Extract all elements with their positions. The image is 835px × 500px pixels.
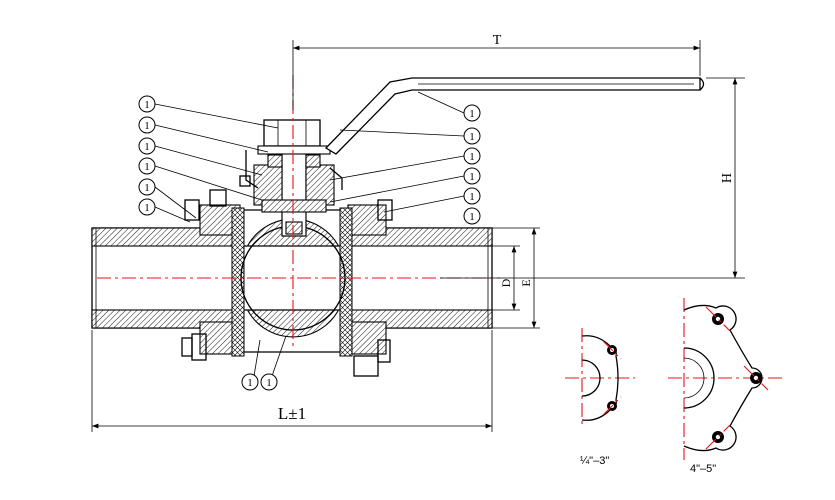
dimension-D: D [492, 245, 520, 311]
balloon-label: 1 [144, 202, 150, 214]
dimension-H: H [440, 77, 745, 279]
part-leaders [154, 91, 465, 377]
balloon-label: 1 [144, 120, 150, 132]
balloon-circle [463, 127, 481, 145]
dimension-E-label: E [519, 279, 533, 286]
detail-large: 4"–5" [668, 298, 785, 475]
balloon-circle [463, 167, 481, 185]
detail-small: ¼"–3" [565, 328, 635, 467]
balloon-label: 1 [469, 151, 475, 163]
balloon-label: 1 [469, 211, 475, 223]
balloon-circle [260, 373, 278, 391]
balloon-circle [463, 104, 481, 122]
balloon-label: 1 [144, 182, 150, 194]
balloon-label: 1 [469, 131, 475, 143]
balloon-circle [138, 137, 156, 155]
centerlines [97, 75, 500, 350]
detail-small-label: ¼"–3" [580, 455, 609, 467]
balloon-label: 1 [469, 108, 475, 120]
balloon-circle [241, 373, 259, 391]
balloon-label: 1 [144, 99, 150, 111]
valve-body [199, 204, 387, 357]
balloon-label: 1 [469, 191, 475, 203]
dimension-H-label: H [720, 173, 735, 183]
stem-assembly [239, 119, 343, 237]
balloon-label: 1 [144, 161, 150, 173]
dimension-T-label: T [493, 33, 502, 48]
balloon-circle [463, 187, 481, 205]
balloon-label: 1 [247, 377, 253, 389]
dimension-L-label: L±1 [278, 404, 306, 423]
balloon-label: 1 [469, 171, 475, 183]
dimension-D-label: D [499, 278, 513, 287]
detail-large-label: 4"–5" [690, 463, 716, 475]
balloon-circle [138, 116, 156, 134]
balloon-label: 1 [144, 141, 150, 153]
balloon-circle [463, 207, 481, 225]
dimension-L: L±1 [91, 330, 493, 432]
balloon-circle [138, 95, 156, 113]
balloon-label: 1 [266, 377, 272, 389]
lever-handle [324, 77, 705, 155]
balloon-circle [138, 178, 156, 196]
part-balloons: 1 1 1 1 1 1 1 1 1 1 1 1 1 1 [138, 95, 481, 391]
balloon-circle [138, 157, 156, 175]
body-bolts [181, 189, 393, 377]
balloon-circle [463, 147, 481, 165]
dimension-T: T [292, 33, 701, 110]
balloon-circle [138, 198, 156, 216]
dimension-E: E [492, 227, 540, 329]
